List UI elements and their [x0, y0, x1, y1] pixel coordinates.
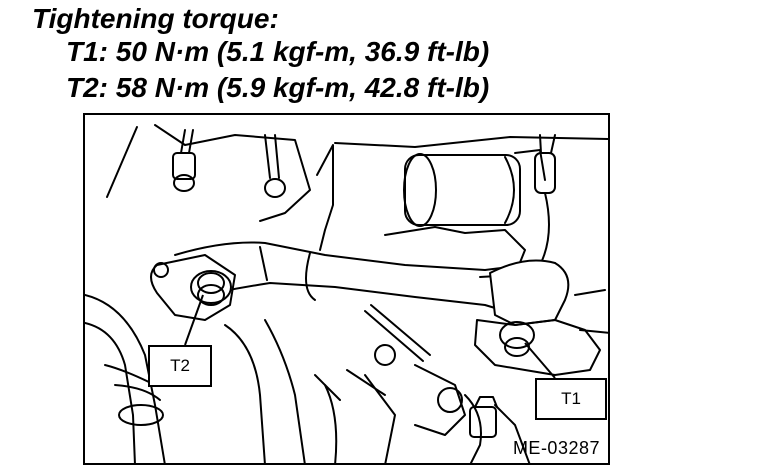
callout-t2: T2 — [148, 345, 212, 387]
housing-outline — [154, 124, 311, 222]
upper-edge-line — [334, 136, 608, 148]
connector-plug-right — [534, 134, 556, 266]
connector-plug-middle — [264, 134, 286, 198]
engine-mount-illustration: T2 T1 ME-03287 — [83, 113, 610, 465]
mount-bracket-right — [474, 259, 608, 376]
frame-outline — [316, 144, 334, 251]
motor-body — [403, 149, 546, 227]
coolant-hose-center — [224, 319, 396, 463]
mount-bracket-left — [150, 254, 236, 321]
line-drawing — [85, 124, 608, 463]
callout-t1: T1 — [535, 378, 607, 420]
connector-bottom-right — [469, 396, 498, 438]
torque-spec-t1: T1: 50 N·m (5.1 kgf-m, 36.9 ft-lb) — [66, 36, 490, 67]
coolant-hose-left — [85, 294, 166, 463]
bolt-shaft — [364, 304, 431, 362]
edge-line — [106, 126, 138, 198]
torque-spec-t2: T2: 58 N·m (5.9 kgf-m, 42.8 ft-lb) — [66, 72, 490, 103]
connector-plug-left — [172, 129, 196, 192]
lower-components — [314, 344, 531, 463]
figure-code: ME-03287 — [512, 438, 600, 458]
torque-heading: Tightening torque: — [32, 3, 279, 34]
